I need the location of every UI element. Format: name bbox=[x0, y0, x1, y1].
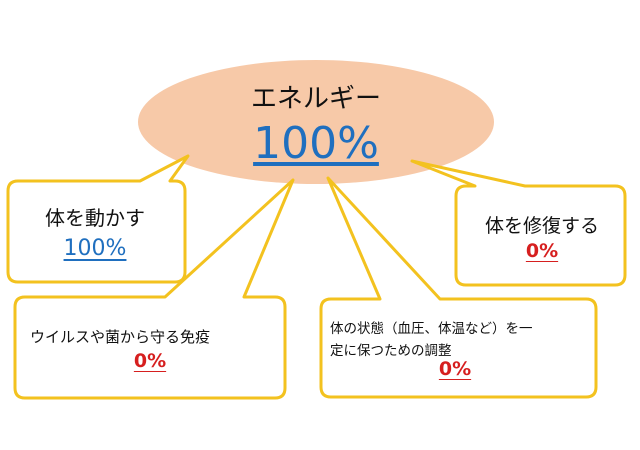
callout-repair-body-shape bbox=[410, 159, 627, 287]
callout-move-body-label: 体を動かす bbox=[45, 206, 145, 230]
callout-regulation-value: 0% bbox=[438, 358, 472, 380]
callout-regulation-shape bbox=[319, 176, 598, 399]
callout-immunity-label: ウイルスや菌から守る免疫 bbox=[30, 328, 211, 346]
callout-regulation-label-line1: 体の状態（血圧、体温など）を一 bbox=[330, 321, 533, 337]
callout-repair-body-label: 体を修復する bbox=[484, 215, 599, 237]
callout-repair-body-value: 0% bbox=[525, 240, 559, 262]
callout-move-body-shape bbox=[6, 154, 190, 284]
energy-ellipse bbox=[138, 60, 494, 184]
callout-immunity-value: 0% bbox=[133, 350, 167, 372]
callout-move-body-value: 100% bbox=[63, 236, 127, 261]
callout-regulation-label-line2: 定に保つための調整 bbox=[330, 343, 452, 359]
energy-value: 100% bbox=[253, 118, 379, 169]
energy-title: エネルギー bbox=[250, 84, 381, 114]
callout-immunity-shape bbox=[13, 178, 295, 400]
